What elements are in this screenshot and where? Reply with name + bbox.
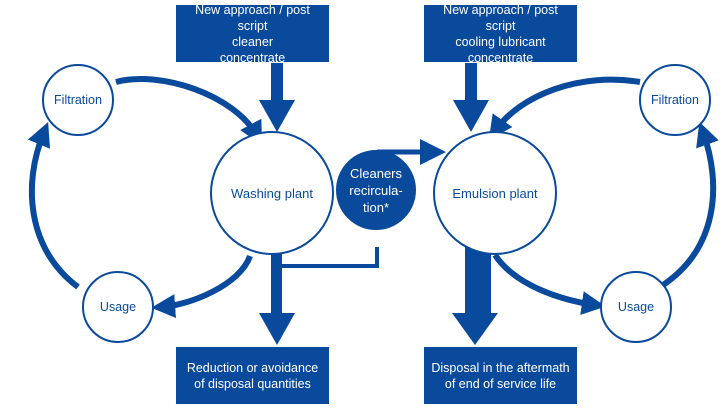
node-label: Cleaners — [349, 165, 403, 181]
loop-arc-emulsion-to-usage — [492, 253, 606, 316]
thick-arrow-top-left — [259, 63, 295, 132]
loop-arc-usage-to-filtration — [27, 122, 80, 290]
node-label: tion* — [362, 199, 390, 215]
node-label: Emulsion plant — [452, 185, 538, 201]
box-line: New approach / post script — [443, 2, 558, 33]
box-cleaner-concentrate: New approach / post script cleaner conce… — [176, 2, 329, 65]
box-line: Disposal in the aftermath — [431, 360, 570, 375]
box-line: of disposal quantities — [194, 376, 311, 391]
loop-arc-usage-to-filtration-right — [658, 121, 719, 290]
thick-arrow-top-right — [453, 63, 489, 132]
box-line: cleaner — [232, 34, 273, 49]
node-label: Filtration — [54, 93, 102, 107]
node-emulsion-plant: Emulsion plant — [433, 131, 557, 255]
node-label: Washing plant — [231, 185, 313, 201]
node-label: Usage — [99, 300, 137, 314]
node-label: Filtration — [651, 93, 699, 107]
thick-arrow-bottom-right — [452, 246, 498, 345]
thick-arrow-bottom-left — [259, 246, 295, 345]
box-line: of end of service life — [444, 376, 557, 391]
node-usage-left: Usage — [82, 271, 154, 343]
box-line: Reduction or avoidance — [186, 360, 319, 375]
node-cleaners-recirculation: Cleaners recircula- tion* — [336, 150, 416, 230]
box-line: concentrate — [219, 50, 286, 65]
box-line: cooling lubricant — [455, 34, 546, 49]
node-filtration-right: Filtration — [639, 64, 711, 136]
loop-arc-washing-to-usage — [151, 254, 253, 319]
node-label: Usage — [617, 300, 655, 314]
loop-arc-filtration-to-emulsion — [488, 76, 641, 140]
node-washing-plant: Washing plant — [210, 131, 334, 255]
box-cooling-lubricant-concentrate: New approach / post script cooling lubri… — [424, 2, 577, 65]
recirculation-arrowhead — [420, 139, 446, 165]
recirculation-connector-line — [282, 247, 379, 268]
loop-arc-filtration-to-washing — [115, 76, 263, 146]
box-reduction-disposal: Reduction or avoidance of disposal quant… — [176, 347, 329, 404]
box-disposal-end-of-life: Disposal in the aftermath of end of serv… — [424, 347, 577, 404]
box-line: New approach / post script — [195, 2, 310, 33]
node-usage-right: Usage — [600, 271, 672, 343]
node-label: recircula- — [349, 182, 403, 198]
node-filtration-left: Filtration — [42, 64, 114, 136]
box-line: concentrate — [467, 50, 534, 65]
